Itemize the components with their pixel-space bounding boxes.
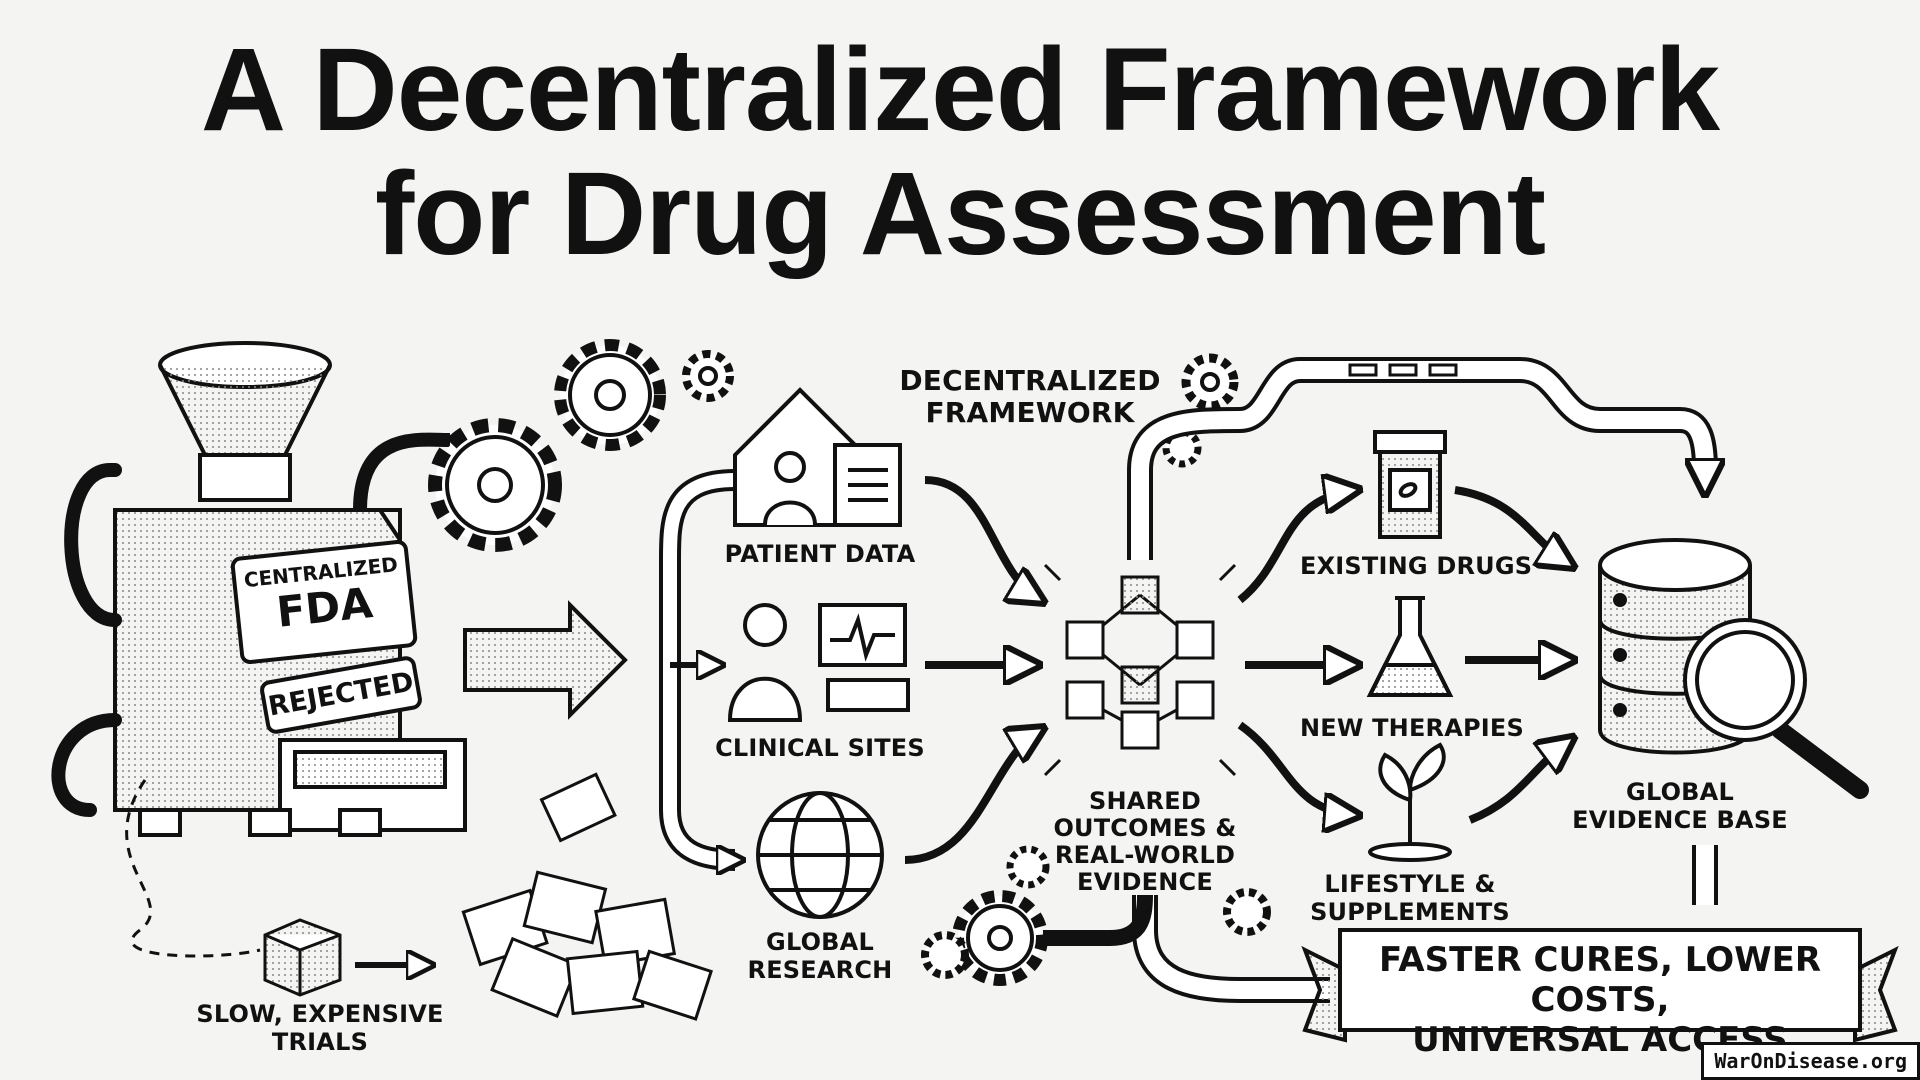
gear-icon — [921, 353, 1271, 986]
global-research-label: GLOBAL RESEARCH — [720, 928, 920, 984]
trials-label-line-2: TRIALS — [271, 1028, 369, 1056]
gear-icon — [428, 339, 734, 552]
network-cubes-icon — [1043, 540, 1237, 777]
banner-line-1: FASTER CURES, LOWER COSTS, — [1378, 940, 1822, 1020]
lifestyle-line-1: LIFESTYLE & — [1324, 870, 1496, 898]
trials-label: SLOW, EXPENSIVE TRIALS — [195, 1000, 445, 1056]
site-watermark: WarOnDisease.org — [1701, 1042, 1920, 1080]
box-icon — [263, 918, 342, 997]
trials-label-line-1: SLOW, EXPENSIVE — [196, 1000, 444, 1028]
bottom-pipe — [1043, 845, 1718, 1003]
framework-heading-line-2: FRAMEWORK — [925, 396, 1135, 429]
lifestyle-line-2: SUPPLEMENTS — [1310, 898, 1510, 926]
title-line-2: for Drug Assessment — [374, 148, 1546, 280]
arrows-to-evidence — [1454, 486, 1570, 824]
shared-outcomes-line-4: EVIDENCE — [1077, 868, 1213, 896]
global-research-line-2: RESEARCH — [747, 956, 893, 984]
fda-label: CENTRALIZED FDA — [229, 538, 419, 666]
globe-icon — [756, 791, 884, 919]
evidence-base-line-1: GLOBAL — [1626, 778, 1734, 806]
banner-text: FASTER CURES, LOWER COSTS, UNIVERSAL ACC… — [1340, 940, 1860, 1060]
distribution-pipe — [659, 469, 740, 860]
global-research-line-1: GLOBAL — [766, 928, 874, 956]
framework-heading: DECENTRALIZED FRAMEWORK — [890, 365, 1170, 429]
sprout-icon — [1368, 742, 1452, 862]
house-patient-icon — [733, 387, 902, 527]
winding-road — [125, 779, 261, 958]
shared-outcomes-line-1: SHARED — [1089, 787, 1201, 815]
flask-icon — [1366, 596, 1454, 697]
top-pipe — [1127, 357, 1705, 560]
evidence-base-label: GLOBAL EVIDENCE BASE — [1570, 778, 1790, 834]
evidence-base-line-2: EVIDENCE BASE — [1572, 806, 1788, 834]
doctor-monitor-icon — [727, 603, 910, 722]
existing-drugs-label: EXISTING DRUGS — [1300, 552, 1533, 580]
page-title: A Decentralized Framework for Drug Asses… — [0, 28, 1920, 276]
patient-data-label: PATIENT DATA — [724, 540, 916, 568]
shared-outcomes-line-2: OUTCOMES & — [1053, 814, 1237, 842]
shared-outcomes-line-3: REAL-WORLD — [1054, 841, 1236, 869]
pill-bottle-icon — [1373, 430, 1447, 539]
database-magnifier-icon — [1598, 538, 1869, 799]
shared-outcomes-label: SHARED OUTCOMES & REAL-WORLD EVIDENCE — [1040, 788, 1250, 896]
lifestyle-label: LIFESTYLE & SUPPLEMENTS — [1300, 870, 1520, 926]
new-therapies-label: NEW THERAPIES — [1300, 714, 1525, 742]
framework-heading-line-1: DECENTRALIZED — [899, 364, 1161, 397]
arrows-to-center — [904, 476, 1040, 864]
banner-ribbon — [1301, 928, 1899, 1043]
clinical-sites-label: CLINICAL SITES — [715, 734, 925, 762]
arrows-to-outputs — [1237, 490, 1355, 815]
big-arrow-right — [463, 600, 628, 720]
paper-pile-icon — [461, 870, 714, 1021]
flying-paper-icon — [539, 772, 617, 843]
title-line-1: A Decentralized Framework — [200, 24, 1720, 156]
